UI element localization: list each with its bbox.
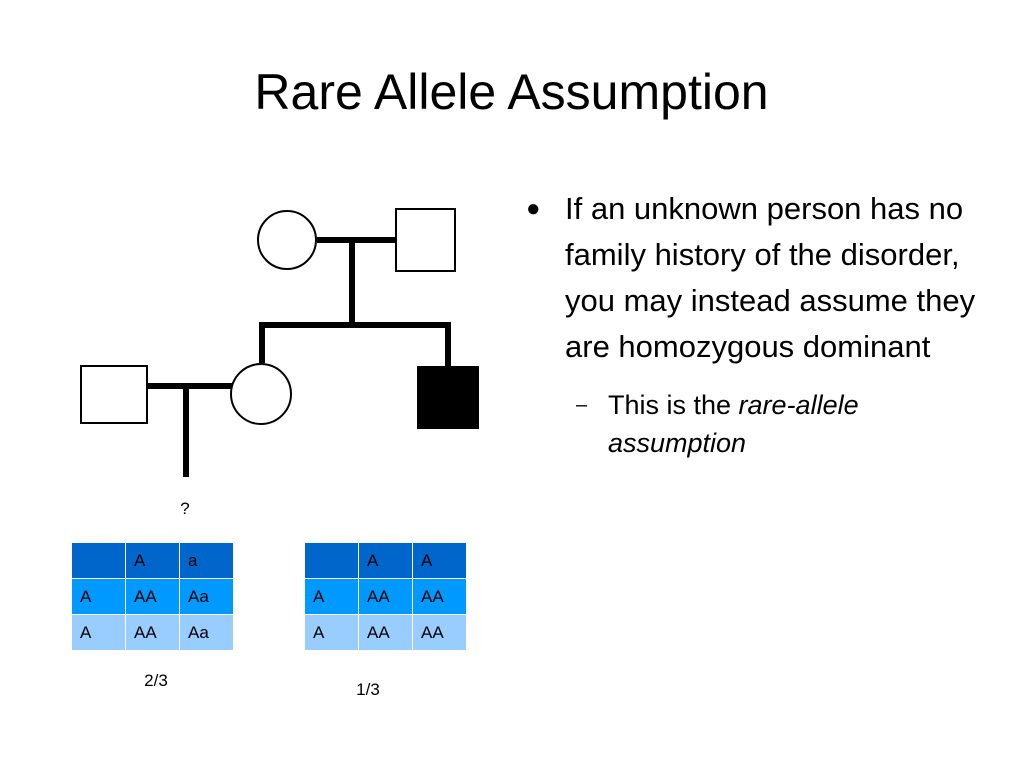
punnett-cell: Aa bbox=[179, 578, 234, 615]
son-male-affected bbox=[417, 366, 479, 429]
punnett-cell: A bbox=[71, 614, 126, 651]
punnett-cell: AA bbox=[358, 614, 413, 651]
sub-bullet-item: – This is the rare-allele assumption bbox=[524, 386, 1004, 462]
offspring-unknown-label: ? bbox=[180, 499, 190, 518]
sub-bullet-text: This is the bbox=[608, 390, 739, 420]
slide-title: Rare Allele Assumption bbox=[254, 64, 769, 120]
probability-left: 2/3 bbox=[144, 671, 168, 690]
punnett-row: A AA AA bbox=[304, 614, 467, 651]
bullet-item: ● If an unknown person has no family his… bbox=[524, 186, 1004, 370]
punnett-cell: AA bbox=[358, 578, 413, 615]
sub-bullet-dash-icon: – bbox=[576, 394, 588, 416]
punnett-cell: AA bbox=[125, 578, 180, 615]
probability-right: 1/3 bbox=[356, 680, 380, 699]
punnett-cell: AA bbox=[125, 614, 180, 651]
punnett-cell: Aa bbox=[179, 614, 234, 651]
punnett-row: A AA AA bbox=[304, 578, 467, 615]
spouse-male-unaffected bbox=[80, 365, 148, 424]
grandmother-female-unaffected bbox=[257, 210, 317, 270]
punnett-cell: A bbox=[358, 542, 413, 579]
punnett-cell: A bbox=[304, 578, 359, 615]
punnett-square-right: A A A AA AA A AA AA bbox=[304, 542, 467, 651]
bullet-dot-icon: ● bbox=[526, 195, 541, 222]
punnett-cell: a bbox=[179, 542, 234, 579]
punnett-row: A AA Aa bbox=[71, 578, 234, 615]
punnett-header-row: A A bbox=[304, 542, 467, 579]
daughter-female-unaffected bbox=[230, 363, 292, 425]
punnett-cell: A bbox=[412, 542, 467, 579]
punnett-cell bbox=[71, 542, 126, 579]
bullet-text: If an unknown person has no family histo… bbox=[565, 191, 976, 364]
punnett-cell: A bbox=[304, 614, 359, 651]
punnett-cell bbox=[304, 542, 359, 579]
grandfather-male-unaffected bbox=[395, 208, 456, 272]
punnett-cell: A bbox=[125, 542, 180, 579]
punnett-cell: AA bbox=[412, 578, 467, 615]
bullet-list: ● If an unknown person has no family his… bbox=[524, 186, 1004, 462]
punnett-header-row: A a bbox=[71, 542, 234, 579]
sub-bullet-emphasis: rare-allele assumption bbox=[608, 390, 859, 458]
punnett-square-left: A a A AA Aa A AA Aa bbox=[71, 542, 234, 651]
punnett-cell: AA bbox=[412, 614, 467, 651]
punnett-cell: A bbox=[71, 578, 126, 615]
punnett-row: A AA Aa bbox=[71, 614, 234, 651]
